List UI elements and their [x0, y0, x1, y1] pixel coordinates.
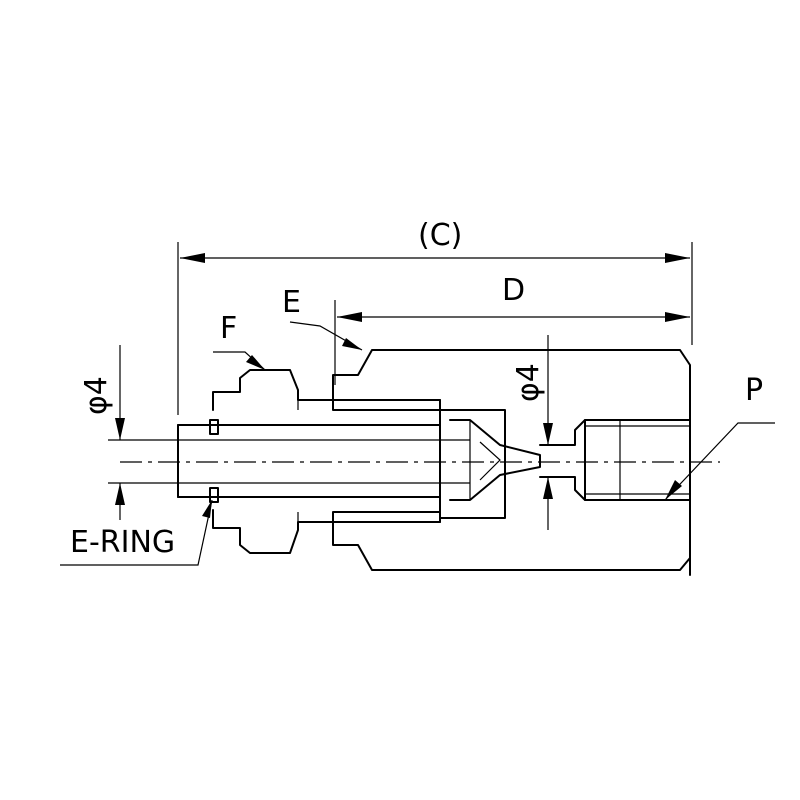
body-outline — [332, 349, 691, 576]
leader-e-ring — [60, 499, 213, 566]
stem-diameter-dimension — [108, 345, 178, 520]
bore-diameter-dimension — [543, 335, 553, 530]
port-section — [539, 419, 691, 501]
nut-label: E — [282, 285, 301, 320]
dimension-d — [334, 300, 690, 385]
hex-body-outline — [212, 369, 506, 554]
leader-e — [289, 321, 363, 351]
cone-tip — [449, 419, 541, 501]
stem-diameter-label: φ4 — [79, 376, 114, 415]
overall-length-label: (C) — [418, 218, 462, 253]
dimension-c — [177, 242, 693, 415]
thread-length-label: D — [502, 273, 525, 308]
bore-diameter-label: φ4 — [511, 363, 546, 402]
e-ring-slot — [209, 419, 219, 503]
leader-f — [213, 351, 266, 371]
leader-p — [664, 422, 775, 501]
hex-body-label: F — [220, 311, 237, 346]
port-thread-label: P — [745, 373, 763, 408]
stem-outline — [177, 424, 450, 498]
e-ring-label: E-RING — [70, 525, 175, 560]
